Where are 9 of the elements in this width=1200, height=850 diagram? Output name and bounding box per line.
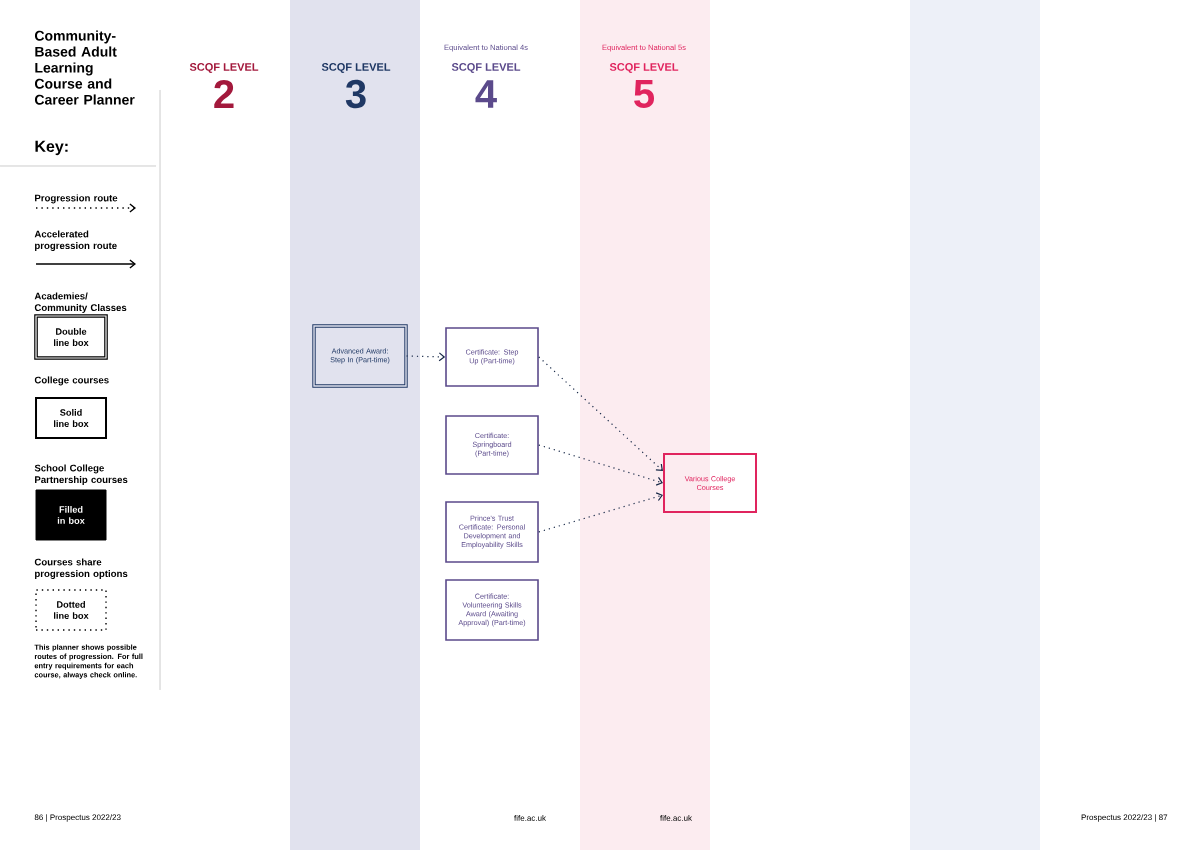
arrow [538, 444, 663, 486]
level-number: 3 [345, 79, 366, 109]
arrow [405, 352, 446, 362]
level-number: 2 [214, 80, 234, 108]
level-number: 4 [475, 80, 497, 108]
arrow [538, 492, 663, 533]
level-number: 5 [634, 80, 654, 108]
arrow [538, 356, 663, 471]
key-heading: Key: [35, 140, 68, 156]
